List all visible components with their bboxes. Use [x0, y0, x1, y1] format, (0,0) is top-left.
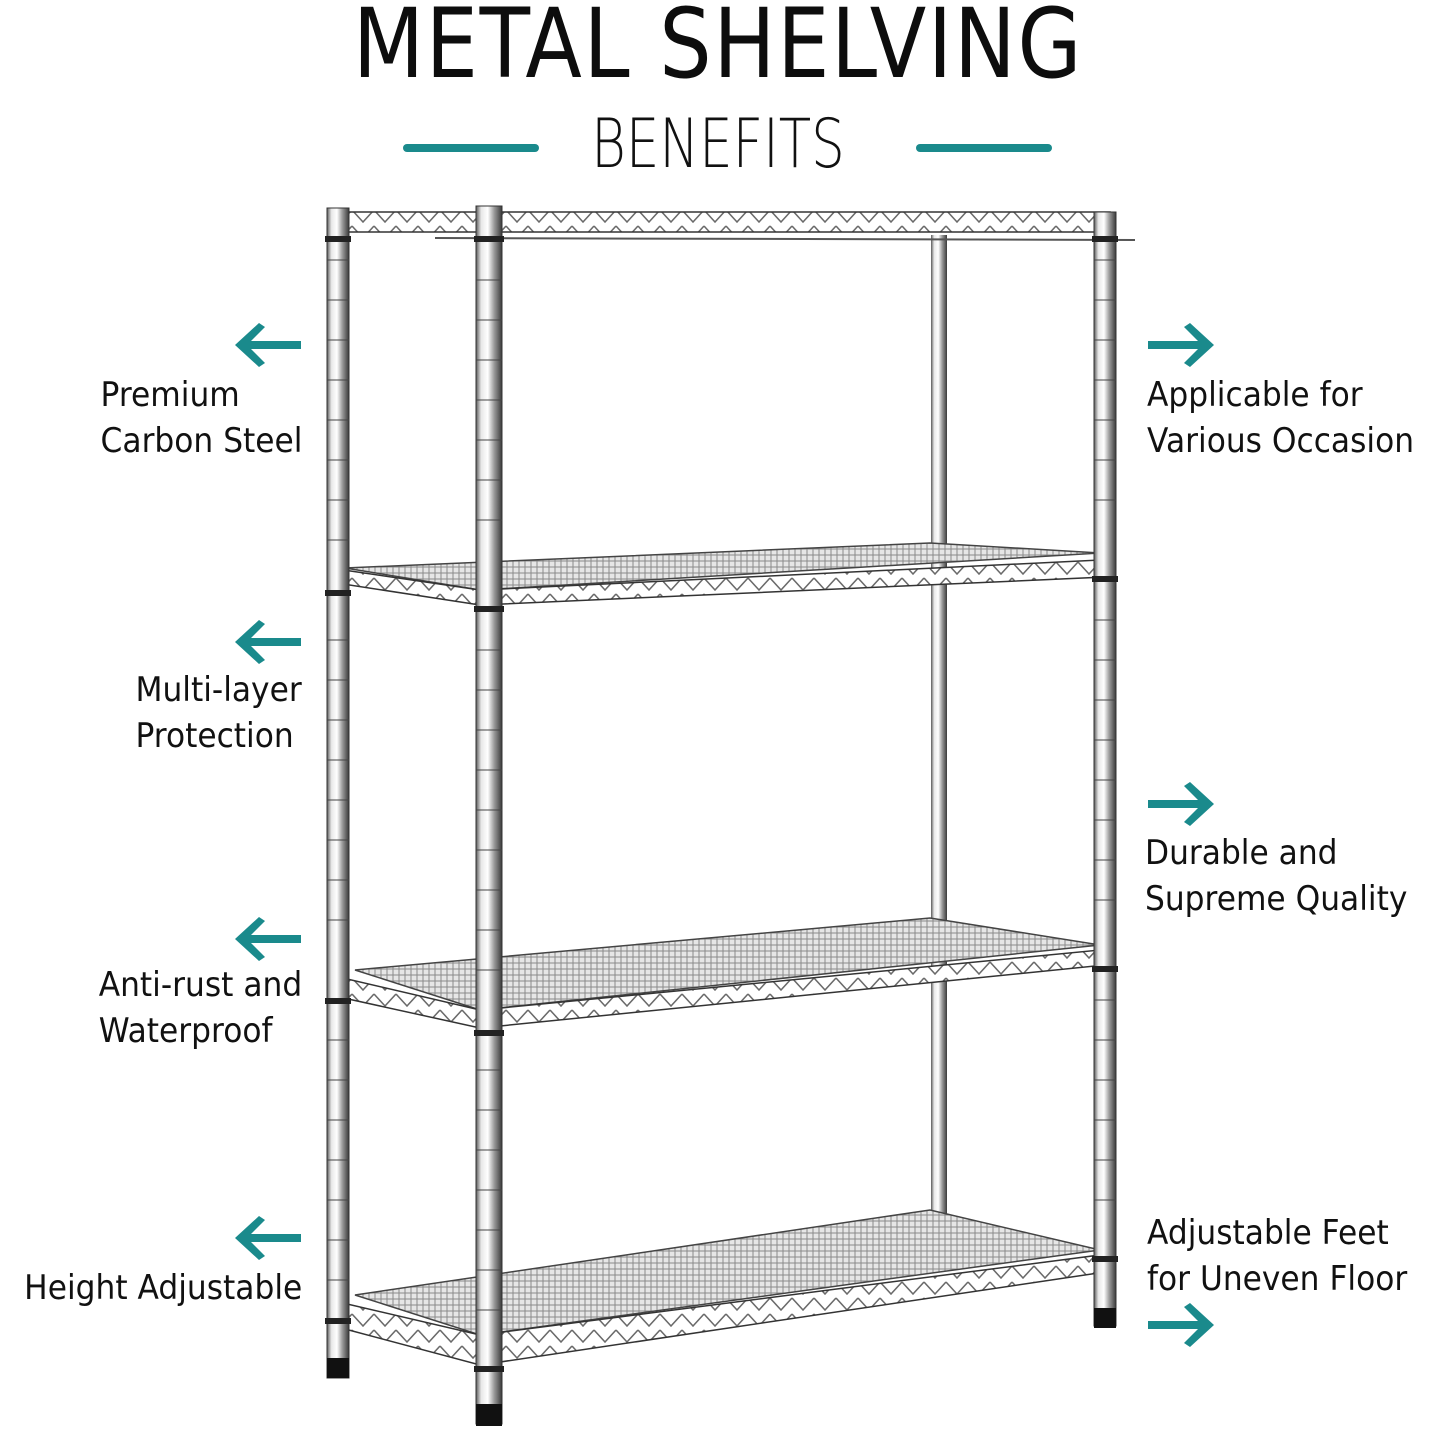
- pole-notches: [327, 259, 1116, 1311]
- shelf-tier-2: [329, 542, 1106, 606]
- benefit-line: Durable and: [1145, 833, 1338, 873]
- arrow-left-icon: [235, 620, 301, 664]
- arrow-right-icon: [1148, 782, 1214, 826]
- benefit-line: Anti-rust and: [98, 965, 302, 1005]
- arrow-right-icon: [1148, 1303, 1214, 1347]
- subtitle-row: BENEFITS: [0, 105, 1436, 188]
- front-right-pole: [1093, 211, 1117, 1328]
- benefit-line: Applicable for: [1147, 375, 1363, 415]
- benefit-line: Waterproof: [98, 1011, 273, 1051]
- left-divider: [403, 144, 539, 152]
- benefit-anti-rust-waterproof: Anti-rust and Waterproof: [98, 962, 302, 1054]
- metal-shelving-illustration: [325, 205, 1136, 1426]
- arrow-left-icon: [235, 323, 301, 367]
- benefit-height-adjustable: Height Adjustable: [24, 1265, 302, 1311]
- benefit-line: Height Adjustable: [23, 1268, 302, 1308]
- shelf-tier-3: [329, 917, 1107, 1029]
- page-subtitle: BENEFITS: [591, 105, 845, 184]
- benefit-multi-layer-protection: Multi-layer Protection: [136, 667, 302, 759]
- benefit-line: Carbon Steel: [100, 421, 302, 461]
- pole-collars: [325, 236, 1118, 1372]
- benefit-line: for Uneven Floor: [1147, 1259, 1408, 1299]
- right-divider: [916, 144, 1052, 152]
- back-left-pole: [931, 235, 947, 1220]
- arrow-left-icon: [235, 1216, 301, 1260]
- arrow-right-icon: [1148, 323, 1214, 367]
- shelf-tier-1: [329, 211, 1136, 241]
- benefit-adjustable-feet: Adjustable Feet for Uneven Floor: [1147, 1210, 1407, 1302]
- benefit-applicable-various-occasion: Applicable for Various Occasion: [1147, 372, 1414, 464]
- shelf-tier-4: [329, 1209, 1106, 1366]
- benefit-durable-supreme-quality: Durable and Supreme Quality: [1145, 830, 1407, 922]
- benefit-line: Various Occasion: [1147, 421, 1415, 461]
- benefit-line: Premium: [100, 375, 240, 415]
- page-title: METAL SHELVING: [352, 0, 1084, 100]
- benefit-premium-carbon-steel: Premium Carbon Steel: [100, 372, 302, 464]
- arrow-left-icon: [235, 917, 301, 961]
- front-center-pole: [475, 205, 503, 1426]
- front-left-pole: [326, 207, 350, 1379]
- benefit-line: Multi-layer: [135, 670, 302, 710]
- benefit-line: Protection: [135, 716, 295, 756]
- benefit-line: Adjustable Feet: [1147, 1213, 1389, 1253]
- benefit-line: Supreme Quality: [1145, 879, 1408, 919]
